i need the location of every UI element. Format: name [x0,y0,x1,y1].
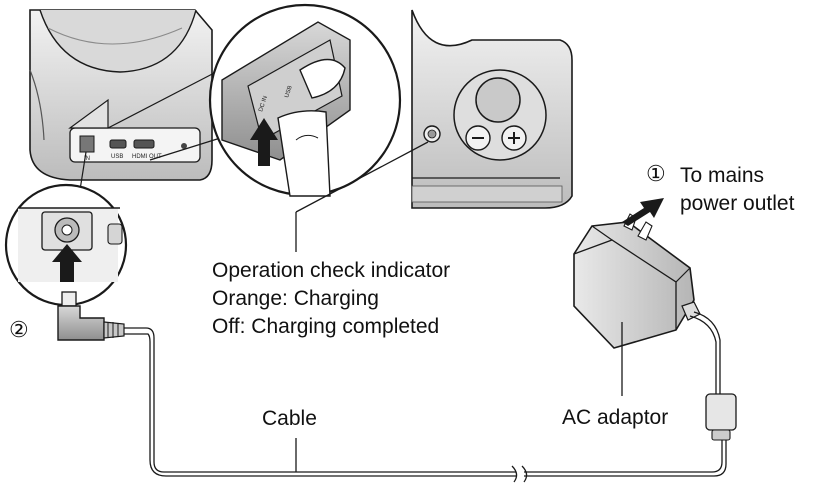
up-arrow-icon [52,244,82,282]
step1-line1: To mains [680,164,765,187]
camera-rear [411,9,573,209]
port-usb-label: USB [111,154,123,160]
dc-plug [57,291,125,341]
port-hdmi-label: HDMI OUT [132,154,162,160]
indicator-line3: Off: Charging completed [212,315,440,338]
up-arrow-icon [250,118,278,166]
step1-marker: ① [646,161,666,186]
cable [124,327,727,483]
outlet-arrow-icon [622,198,664,226]
inset-dc-label: DC IN [258,95,269,112]
ac-adaptor-label: AC adaptor [562,406,669,429]
shutter-button-icon [475,77,521,123]
inset-port-cover: DC IN USB [208,3,402,197]
step2-marker: ② [9,317,29,342]
indicator-line1: Operation check indicator [212,259,451,282]
inset-usb-label: USB [284,85,294,99]
ac-adaptor [573,198,737,441]
indicator-line2: Orange: Charging [212,287,379,310]
step1-line2: power outlet [680,192,795,215]
inset-dc-plug [4,183,128,307]
cable-label: Cable [262,407,317,430]
camera-body-side: IN USB HDMI OUT [29,9,231,191]
port-dc-in-label: IN [84,156,90,162]
